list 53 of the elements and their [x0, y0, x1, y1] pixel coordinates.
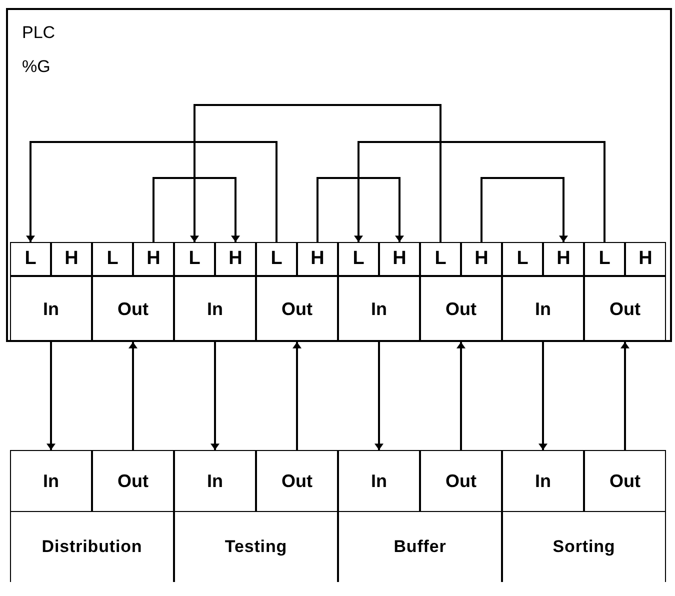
arrow: [316, 177, 404, 242]
register-label: %G: [22, 56, 52, 78]
bit-cell: H: [543, 242, 584, 276]
port-box: Out: [584, 276, 666, 342]
bit-cell: H: [461, 242, 502, 276]
frame-title: PLC: [22, 22, 56, 44]
port-box: In: [174, 276, 256, 342]
arrow: [538, 342, 548, 450]
port-box: In: [10, 276, 92, 342]
bit-cell: L: [420, 242, 461, 276]
arrow: [374, 342, 384, 450]
arrow: [456, 342, 466, 450]
arrow: [190, 104, 442, 242]
bit-cell: L: [92, 242, 133, 276]
port-box: Out: [256, 450, 338, 512]
port-box: In: [338, 276, 420, 342]
port-box: In: [502, 276, 584, 342]
station-box: Sorting: [502, 512, 666, 582]
port-box: Out: [92, 276, 174, 342]
bit-cell: L: [174, 242, 215, 276]
bit-cell: H: [51, 242, 92, 276]
arrow: [46, 342, 56, 450]
arrow: [210, 342, 220, 450]
port-box: Out: [256, 276, 338, 342]
station-box: Testing: [174, 512, 338, 582]
bit-cell: H: [215, 242, 256, 276]
bit-cell: L: [256, 242, 297, 276]
station-box: Distribution: [10, 512, 174, 582]
arrow: [128, 342, 138, 450]
plc-frame: [6, 8, 672, 342]
port-box: Out: [420, 450, 502, 512]
bit-cell: L: [10, 242, 51, 276]
port-box: In: [338, 450, 420, 512]
arrow: [26, 141, 278, 242]
arrow: [152, 177, 240, 242]
arrow: [292, 342, 302, 450]
bit-cell: L: [502, 242, 543, 276]
port-box: In: [10, 450, 92, 512]
station-box: Buffer: [338, 512, 502, 582]
port-box: Out: [92, 450, 174, 512]
bit-cell: H: [625, 242, 666, 276]
bit-cell: L: [338, 242, 379, 276]
bit-cell: L: [584, 242, 625, 276]
bit-cell: H: [133, 242, 174, 276]
bit-cell: H: [379, 242, 420, 276]
port-box: In: [174, 450, 256, 512]
arrow: [480, 177, 568, 242]
port-box: Out: [420, 276, 502, 342]
bit-cell: H: [297, 242, 338, 276]
arrow: [354, 141, 606, 242]
arrow: [620, 342, 630, 450]
port-box: In: [502, 450, 584, 512]
port-box: Out: [584, 450, 666, 512]
